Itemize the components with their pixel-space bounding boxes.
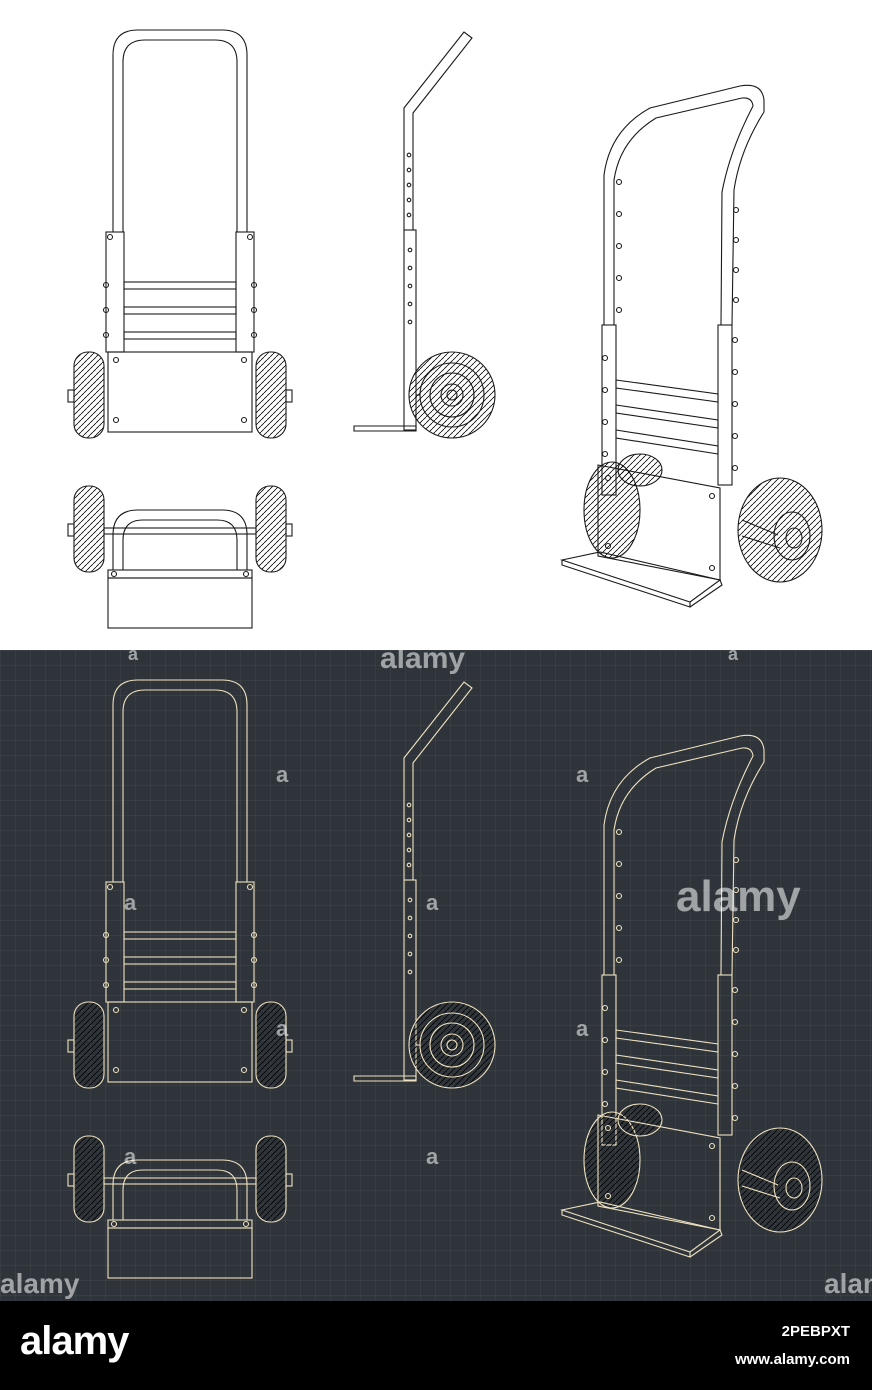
watermark-small-mark: a xyxy=(128,650,139,664)
watermark-small-mark: a xyxy=(576,762,589,787)
stock-footer-bar: alamy 2PEBPXT www.alamy.com xyxy=(0,1301,872,1390)
watermark-small-mark: a xyxy=(576,1016,589,1041)
watermark-small-mark: a xyxy=(728,650,739,664)
dark-drawing-set xyxy=(67,679,823,1279)
watermark-small-mark: a xyxy=(124,890,137,915)
footer-logo[interactable]: alamy xyxy=(20,1319,129,1363)
footer-url[interactable]: www.alamy.com xyxy=(734,1351,850,1368)
watermark-small-mark: a xyxy=(426,1144,439,1169)
watermark-edge: alamy xyxy=(824,1268,872,1299)
light-drawing-set xyxy=(67,29,823,629)
watermark-small-mark: a xyxy=(276,762,289,787)
watermark-top: alamy xyxy=(380,650,466,675)
watermark-small-mark: a xyxy=(124,1144,137,1169)
watermark-edge: alamy xyxy=(0,1268,80,1299)
watermark-center: alamy xyxy=(676,872,801,921)
light-blueprint-panel xyxy=(0,0,872,650)
watermark-small-mark: a xyxy=(426,890,439,915)
image-id: 2PEBPXT xyxy=(781,1323,850,1340)
dark-blueprint-panel: alamy a a a a a a alamy a a a a alamy al… xyxy=(0,650,872,1301)
watermark-small-mark: a xyxy=(276,1016,289,1041)
